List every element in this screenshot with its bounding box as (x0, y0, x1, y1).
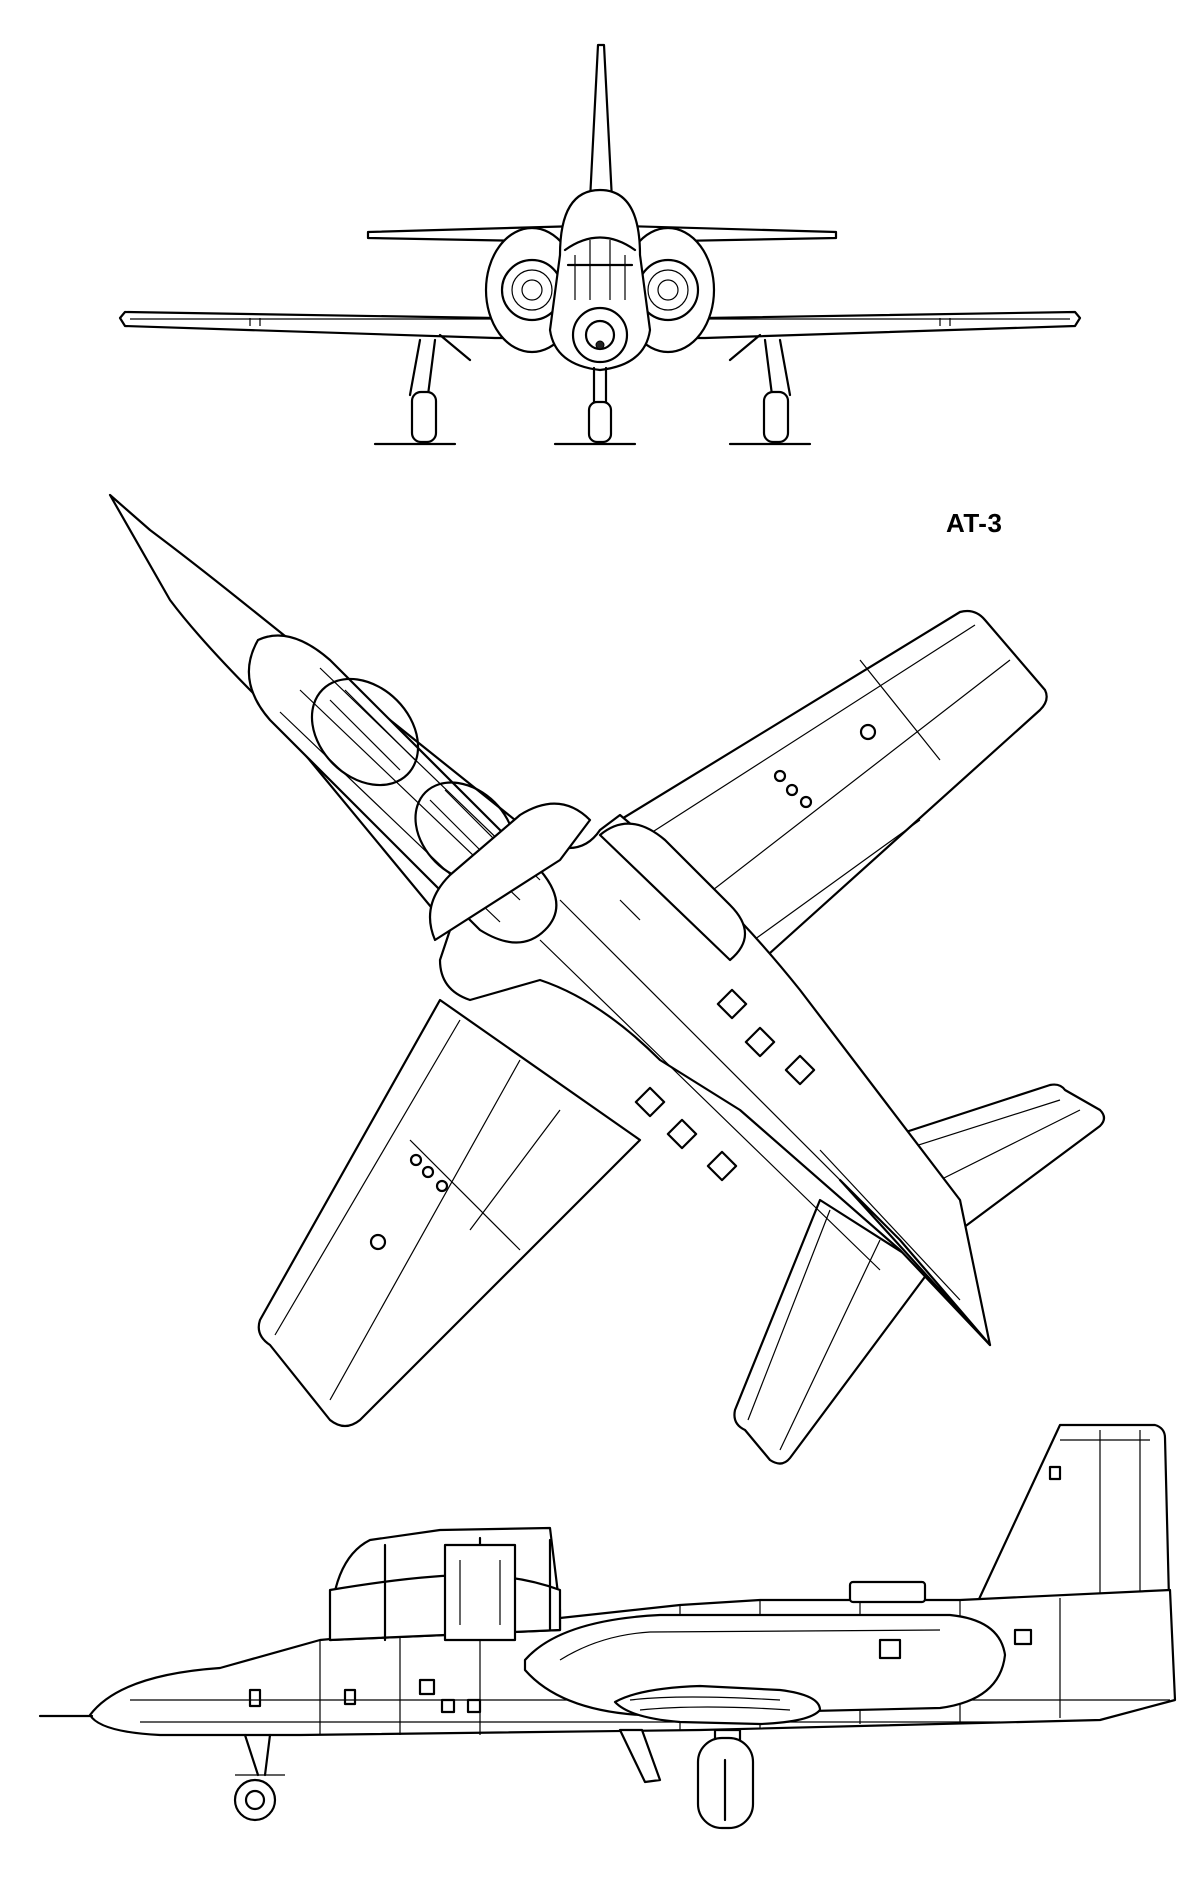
plan-view (108, 493, 1106, 1465)
aircraft-designation-label: AT-3 (946, 508, 1003, 538)
side-view (38, 1423, 1177, 1830)
front-view (118, 43, 1082, 446)
